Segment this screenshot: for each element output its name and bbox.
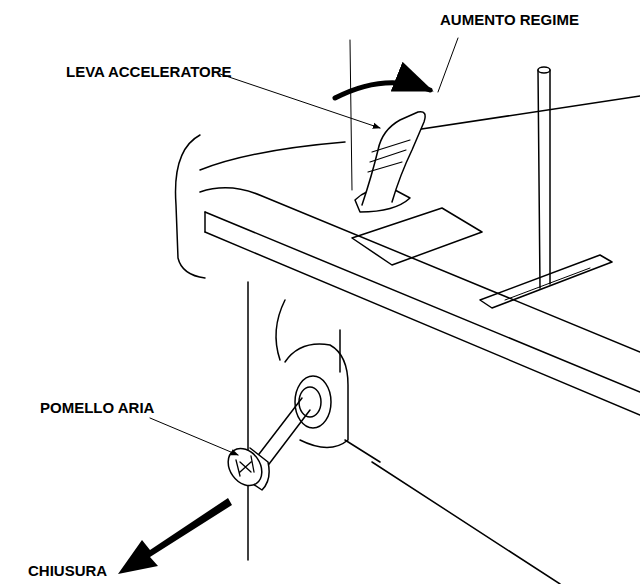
choke-shaft [256, 398, 310, 468]
axis-line [350, 40, 352, 190]
choke-knob [221, 442, 269, 492]
body-edge [276, 300, 285, 360]
choke-symbol [236, 456, 254, 476]
direction-label: CHIUSURA [28, 563, 107, 580]
body-edge [247, 282, 249, 560]
lever-grip [368, 140, 410, 172]
part-label: POMELLO ARIA [40, 400, 154, 417]
gear-lever [538, 67, 550, 73]
panel-edge [200, 188, 640, 352]
choke-boss [299, 387, 321, 417]
increase-arrow [335, 83, 430, 98]
part-label: LEVA ACCELERATORE [66, 64, 232, 81]
throttle-lever [362, 112, 425, 205]
panel-edge [200, 142, 345, 170]
panel-edge [395, 96, 640, 133]
recess-plate [352, 208, 482, 265]
gear-lever [538, 70, 550, 288]
lever-gate [505, 268, 590, 300]
leader-line [220, 74, 380, 128]
body-edge [372, 462, 560, 584]
leader-line [438, 38, 458, 92]
leader-line [150, 418, 238, 455]
body-edge [345, 440, 380, 462]
direction-label: AUMENTO REGIME [440, 12, 579, 29]
panel-edge [205, 232, 640, 415]
cover-outline [176, 135, 206, 278]
panel-edge [205, 212, 640, 392]
close-arrow [118, 498, 232, 574]
body-edge [339, 330, 341, 372]
panel-edge [204, 212, 206, 232]
choke-boss [285, 344, 348, 447]
lever-gate [480, 255, 612, 308]
choke-boss [295, 376, 331, 428]
